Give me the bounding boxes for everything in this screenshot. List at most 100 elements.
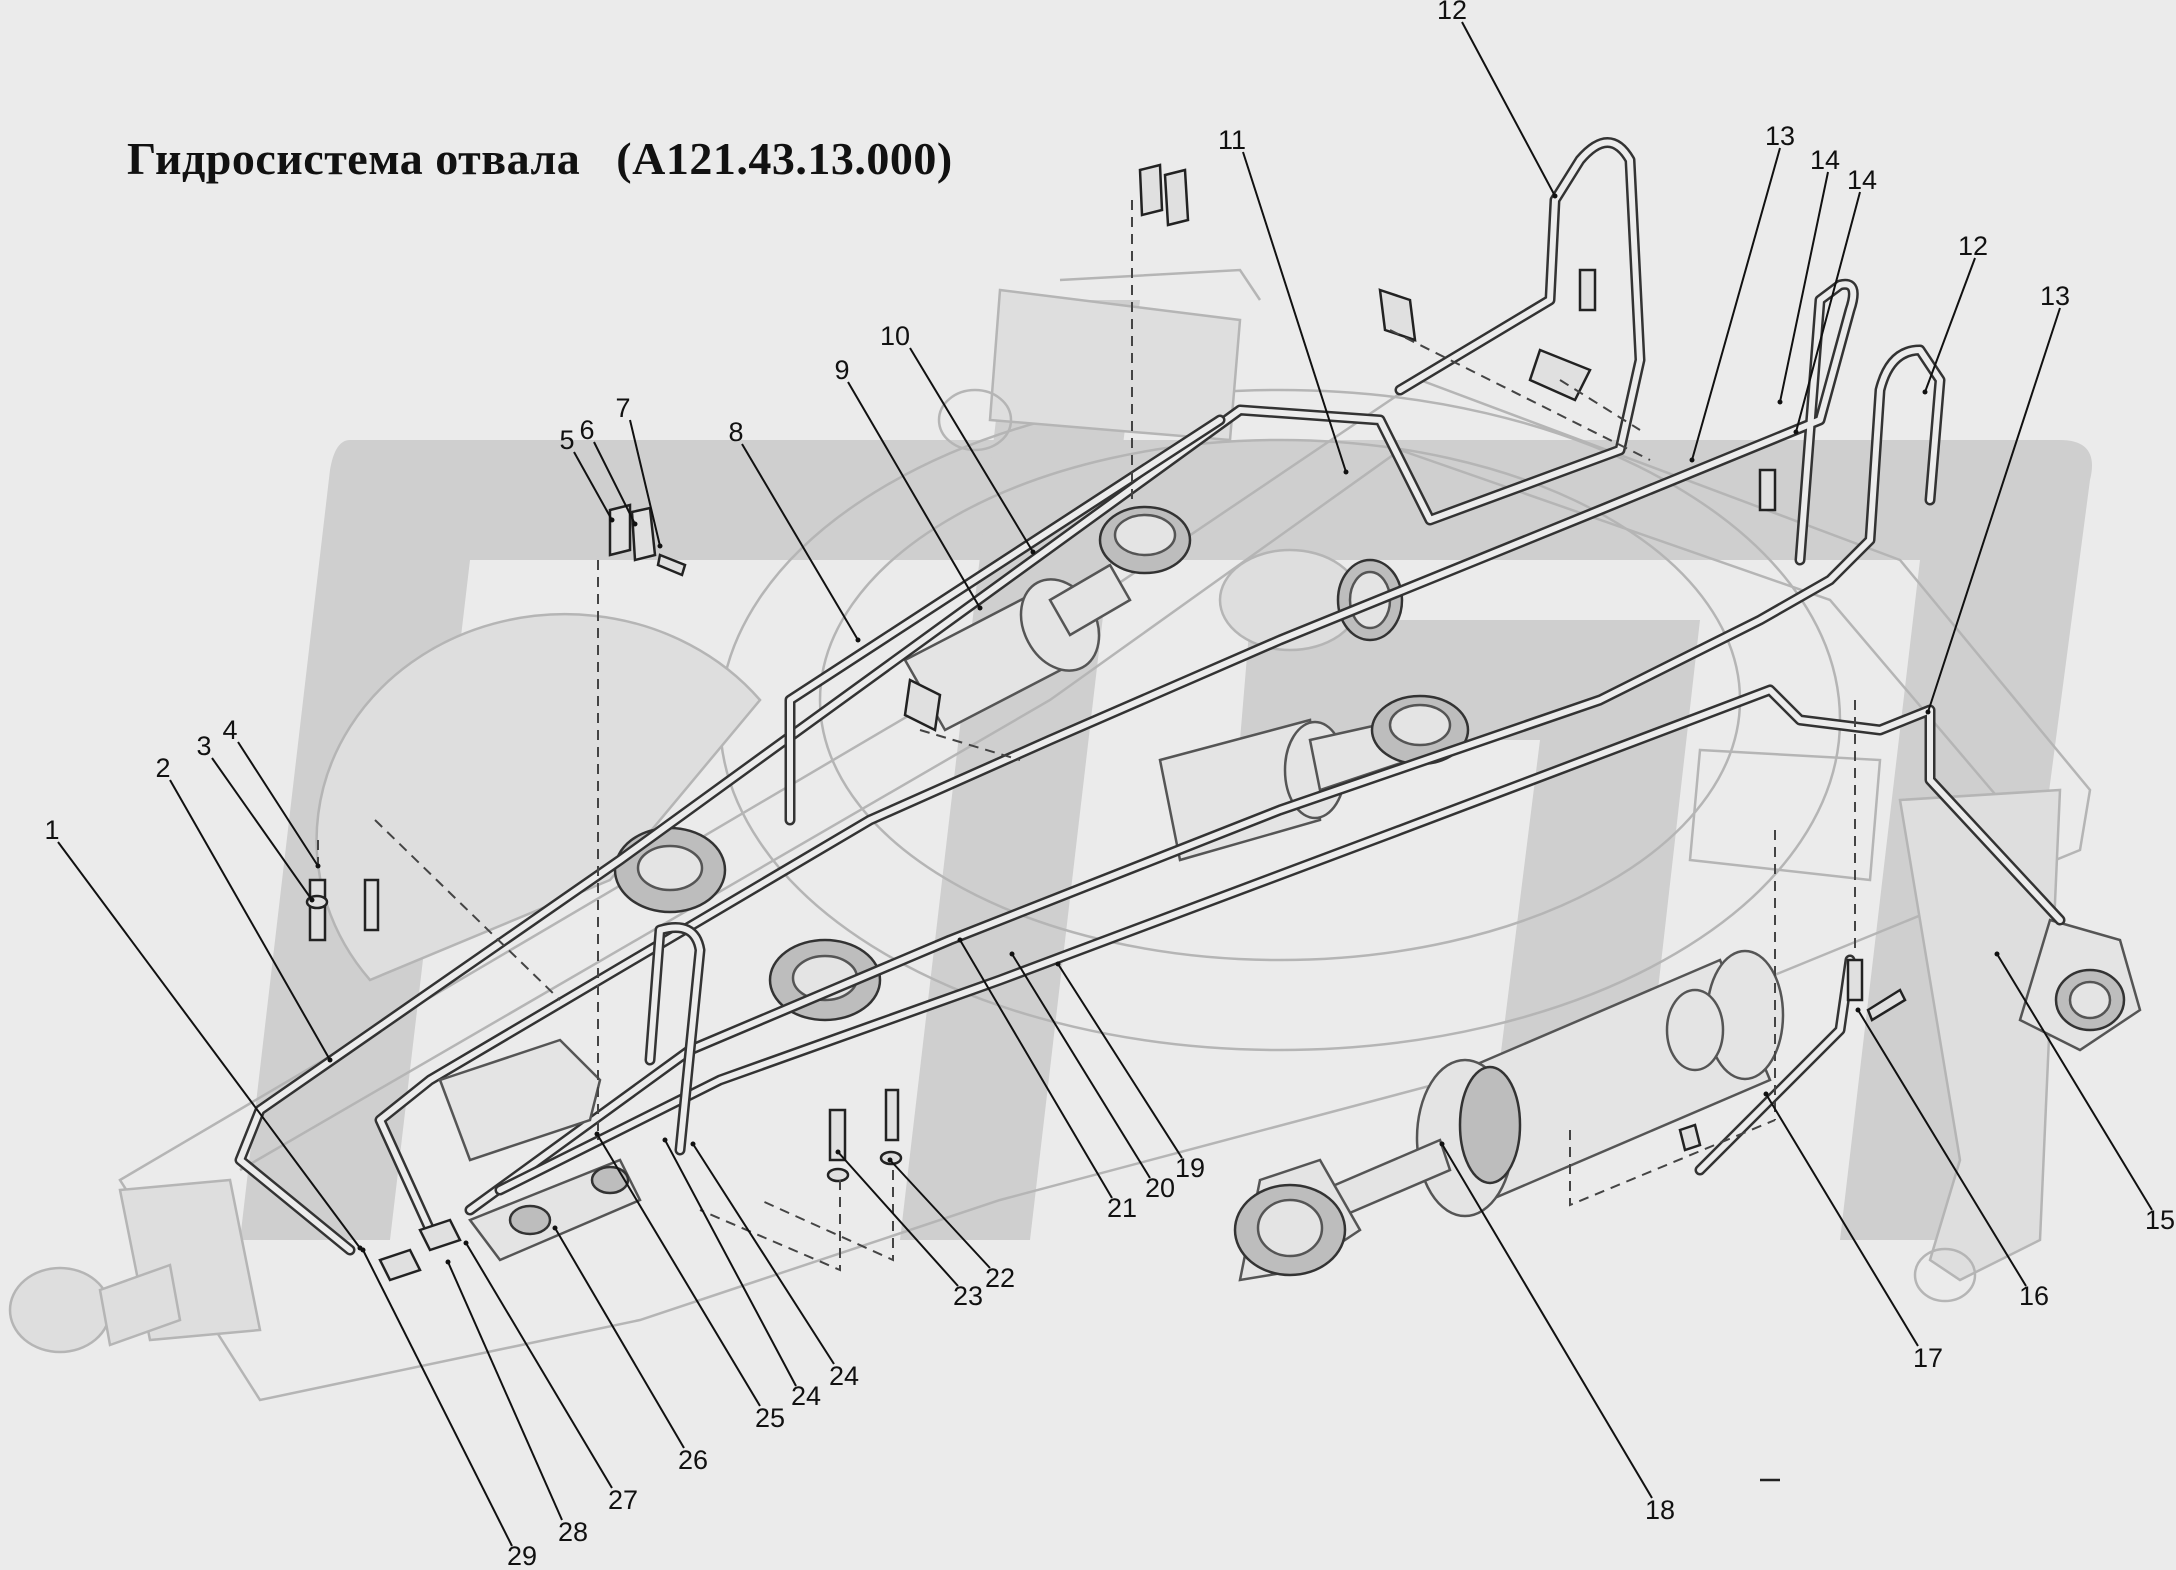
leader-dot: [360, 1247, 366, 1253]
callout-label: 17: [1913, 1343, 1943, 1373]
callout-label: 11: [1218, 125, 1246, 155]
callout-c2: 2: [155, 753, 333, 1063]
callout-label: 4: [222, 715, 237, 745]
leader-dot: [463, 1240, 469, 1246]
leader-line: [237, 741, 319, 867]
leader-dot: [887, 1157, 893, 1163]
callout-c7: 7: [615, 393, 663, 549]
callout-label: 25: [755, 1403, 785, 1433]
brackets-bolts: [305, 163, 1907, 1482]
leader-line: [362, 1249, 513, 1547]
leader-dot: [690, 1141, 696, 1147]
callout-label: 13: [1765, 121, 1795, 151]
leader-dot: [445, 1259, 451, 1265]
callout-label: 24: [791, 1381, 821, 1411]
callout-c26: 26: [552, 1225, 708, 1475]
callout-c24: 24: [690, 1141, 859, 1391]
callout-label: 14: [1810, 145, 1840, 175]
leader-dot: [1994, 951, 2000, 957]
exploded-dashes: [317, 200, 1856, 1272]
callout-c14b: 14: [1793, 165, 1877, 435]
leader-dot: [315, 863, 321, 869]
callout-c22: 22: [887, 1157, 1015, 1293]
leader-line: [1795, 191, 1861, 433]
pivot-eye-right: [2018, 918, 2142, 1052]
callout-label: 5: [559, 425, 574, 455]
leader-line: [909, 347, 1034, 553]
callout-c12b: 12: [1922, 231, 1988, 395]
callout-label: 27: [608, 1485, 638, 1515]
leader-dot: [657, 543, 663, 549]
callout-c13: 13: [1689, 121, 1795, 463]
leader-line: [889, 1159, 991, 1269]
callout-label: 2: [155, 753, 170, 783]
callout-label: 16: [2019, 1281, 2049, 1311]
callout-c24b: 24: [662, 1137, 821, 1411]
leader-line: [1765, 1093, 1919, 1347]
leader-dot: [1855, 1007, 1861, 1013]
leader-dot: [835, 1149, 841, 1155]
leader-line: [664, 1139, 797, 1387]
callout-label: 14: [1847, 165, 1877, 195]
leader-dot: [1439, 1141, 1445, 1147]
callout-label: 18: [1645, 1495, 1675, 1525]
callout-c27: 27: [463, 1240, 638, 1515]
leader-dot: [632, 521, 638, 527]
callout-label: 29: [507, 1541, 537, 1570]
leader-line: [692, 1143, 835, 1365]
callout-c15: 15: [1994, 951, 2175, 1235]
callout-label: 19: [1175, 1153, 1205, 1183]
callout-label: 20: [1145, 1173, 1175, 1203]
leader-line: [593, 441, 636, 525]
callout-c4: 4: [222, 715, 321, 869]
leader-line: [554, 1227, 685, 1449]
callout-c6: 6: [579, 415, 638, 527]
leader-dot: [855, 637, 861, 643]
callout-c29: 29: [360, 1247, 537, 1570]
callout-label: 8: [728, 417, 743, 447]
callout-c12: 12: [1437, 0, 1558, 199]
callout-c13b: 13: [1925, 281, 2070, 715]
leader-line: [57, 841, 361, 1249]
callout-label: 22: [985, 1263, 1015, 1293]
leader-dot: [309, 897, 315, 903]
callout-c1: 1: [44, 815, 363, 1251]
callout-label: 23: [953, 1281, 983, 1311]
callout-label: 21: [1107, 1193, 1137, 1223]
callout-label: 1: [44, 815, 59, 845]
cylinder-lower: [1233, 949, 1785, 1282]
leader-dot: [1689, 457, 1695, 463]
hydraulic-lines: [234, 137, 2066, 1256]
callout-c21: 21: [957, 937, 1137, 1223]
leader-line: [1857, 1009, 2027, 1287]
callout-c9: 9: [834, 355, 983, 611]
leader-line: [1461, 21, 1556, 197]
leader-dot: [1055, 961, 1061, 967]
callout-c5: 5: [559, 425, 615, 523]
leader-line: [629, 419, 661, 547]
leader-line: [959, 939, 1113, 1199]
callout-label: 10: [880, 321, 910, 351]
callout-label: 7: [615, 393, 630, 423]
leader-dot: [1030, 549, 1036, 555]
callout-c8: 8: [728, 417, 861, 643]
callout-c17: 17: [1763, 1091, 1943, 1373]
callout-c23: 23: [835, 1149, 983, 1311]
leader-line: [447, 1261, 563, 1521]
cylinder-upper: [903, 505, 1404, 732]
leader-dot: [1343, 469, 1349, 475]
leader-line: [847, 381, 981, 609]
leader-dot: [1552, 193, 1558, 199]
leader-line: [1691, 147, 1781, 461]
leader-line: [1927, 307, 2061, 713]
leader-line: [596, 1133, 761, 1407]
callout-c14: 14: [1777, 145, 1840, 405]
valve-block: [378, 1038, 642, 1282]
callout-label: 12: [1437, 0, 1467, 25]
leader-dot: [1777, 399, 1783, 405]
leader-dot: [977, 605, 983, 611]
callout-label: 3: [196, 731, 211, 761]
callout-label: 13: [2040, 281, 2070, 311]
